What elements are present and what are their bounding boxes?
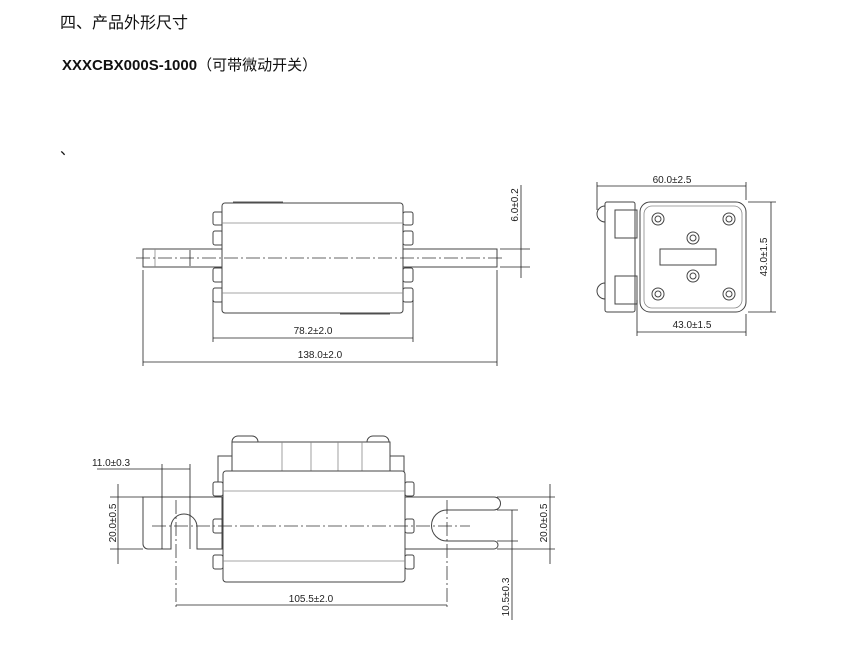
dim-blade-width-left: 20.0±0.5 <box>108 503 119 542</box>
model-title: XXXCBX000S-1000（可带微动开关） <box>62 54 317 75</box>
dim-slot-width: 11.0±0.3 <box>92 458 131 469</box>
dim-shaft-dia: 6.0±0.2 <box>510 188 521 222</box>
right-blade <box>404 496 501 550</box>
dim-slot-offset: 10.5±0.3 <box>501 577 512 616</box>
dim-blade-width-right: 20.0±0.5 <box>539 503 550 542</box>
dim-width-body: 43.0±1.5 <box>673 320 712 331</box>
blade-slot <box>659 248 717 266</box>
dim-body-length: 78.2±2.0 <box>294 326 333 337</box>
section-heading: 四、产品外形尺寸 <box>60 13 189 32</box>
dim-hole-distance: 105.5±2.0 <box>289 594 334 605</box>
fuse-body-side <box>222 470 406 583</box>
left-blade <box>142 496 223 550</box>
dim-width-total: 60.0±2.5 <box>653 175 692 186</box>
side-view: 11.0±0.3 20.0±0.5 20.0±0.5 10.5±0.3 105.… <box>92 435 555 620</box>
stray-mark: 、 <box>60 140 76 158</box>
model-note: （可带微动开关） <box>197 56 318 74</box>
front-view: 78.2±2.0 138.0±2.0 6.0±0.2 <box>136 185 530 366</box>
screw-holes <box>651 212 736 301</box>
model-code: XXXCBX000S-1000 <box>62 57 198 74</box>
end-plate <box>639 201 747 313</box>
dim-height: 43.0±1.5 <box>759 237 770 276</box>
dim-total-length: 138.0±2.0 <box>298 350 343 361</box>
end-view: 60.0±2.5 43.0±1.5 43.0±1.5 <box>596 175 776 336</box>
